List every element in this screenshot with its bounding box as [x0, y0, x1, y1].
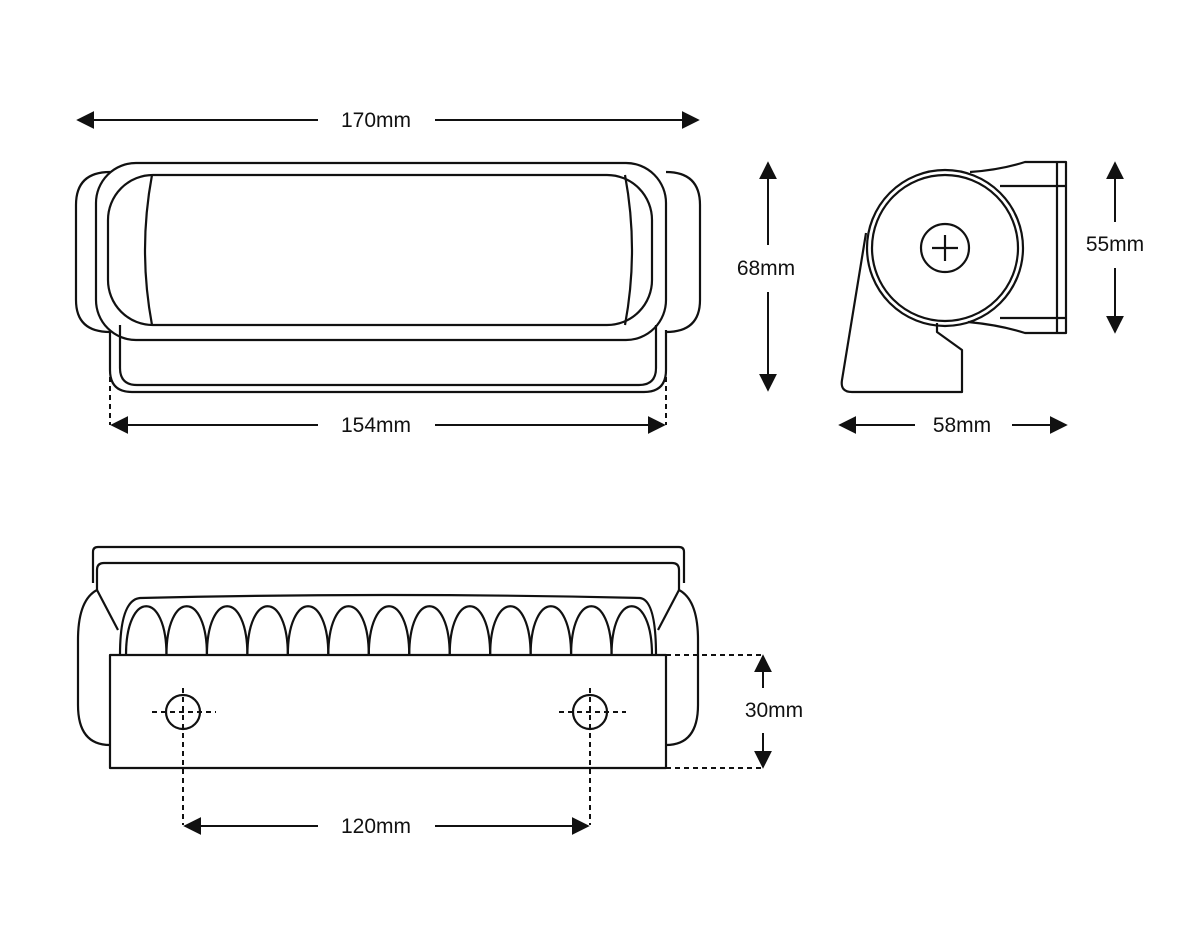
label-68mm: 68mm [737, 257, 795, 280]
dimension-120mm: 120mm [183, 815, 590, 838]
led-lens [408, 605, 451, 656]
dimension-55mm: 55mm [1086, 161, 1144, 334]
led-lens [205, 605, 249, 656]
led-lens [327, 605, 370, 656]
led-lens [489, 605, 532, 656]
led-lens [286, 605, 330, 656]
dimension-68mm: 68mm [737, 161, 795, 392]
led-lens [529, 605, 573, 656]
led-lens [124, 605, 168, 656]
label-55mm: 55mm [1086, 233, 1144, 256]
dimension-154mm: 154mm [110, 414, 666, 437]
led-lens [569, 605, 613, 656]
label-120mm: 120mm [341, 815, 411, 838]
side-view [840, 160, 1068, 394]
dimension-58mm: 58mm [838, 414, 1068, 437]
front-view [74, 161, 702, 394]
label-154mm: 154mm [341, 414, 411, 437]
bottom-view [76, 545, 765, 825]
label-58mm: 58mm [933, 414, 991, 437]
dimension-170mm: 170mm [76, 109, 700, 132]
label-30mm: 30mm [745, 699, 803, 722]
led-lens [610, 605, 654, 656]
label-170mm: 170mm [341, 109, 411, 132]
led-lens [448, 605, 492, 656]
led-lens [367, 605, 411, 656]
led-lens [246, 605, 289, 656]
led-lens [165, 605, 209, 656]
led-array [124, 605, 654, 656]
dimension-30mm: 30mm [745, 654, 803, 769]
